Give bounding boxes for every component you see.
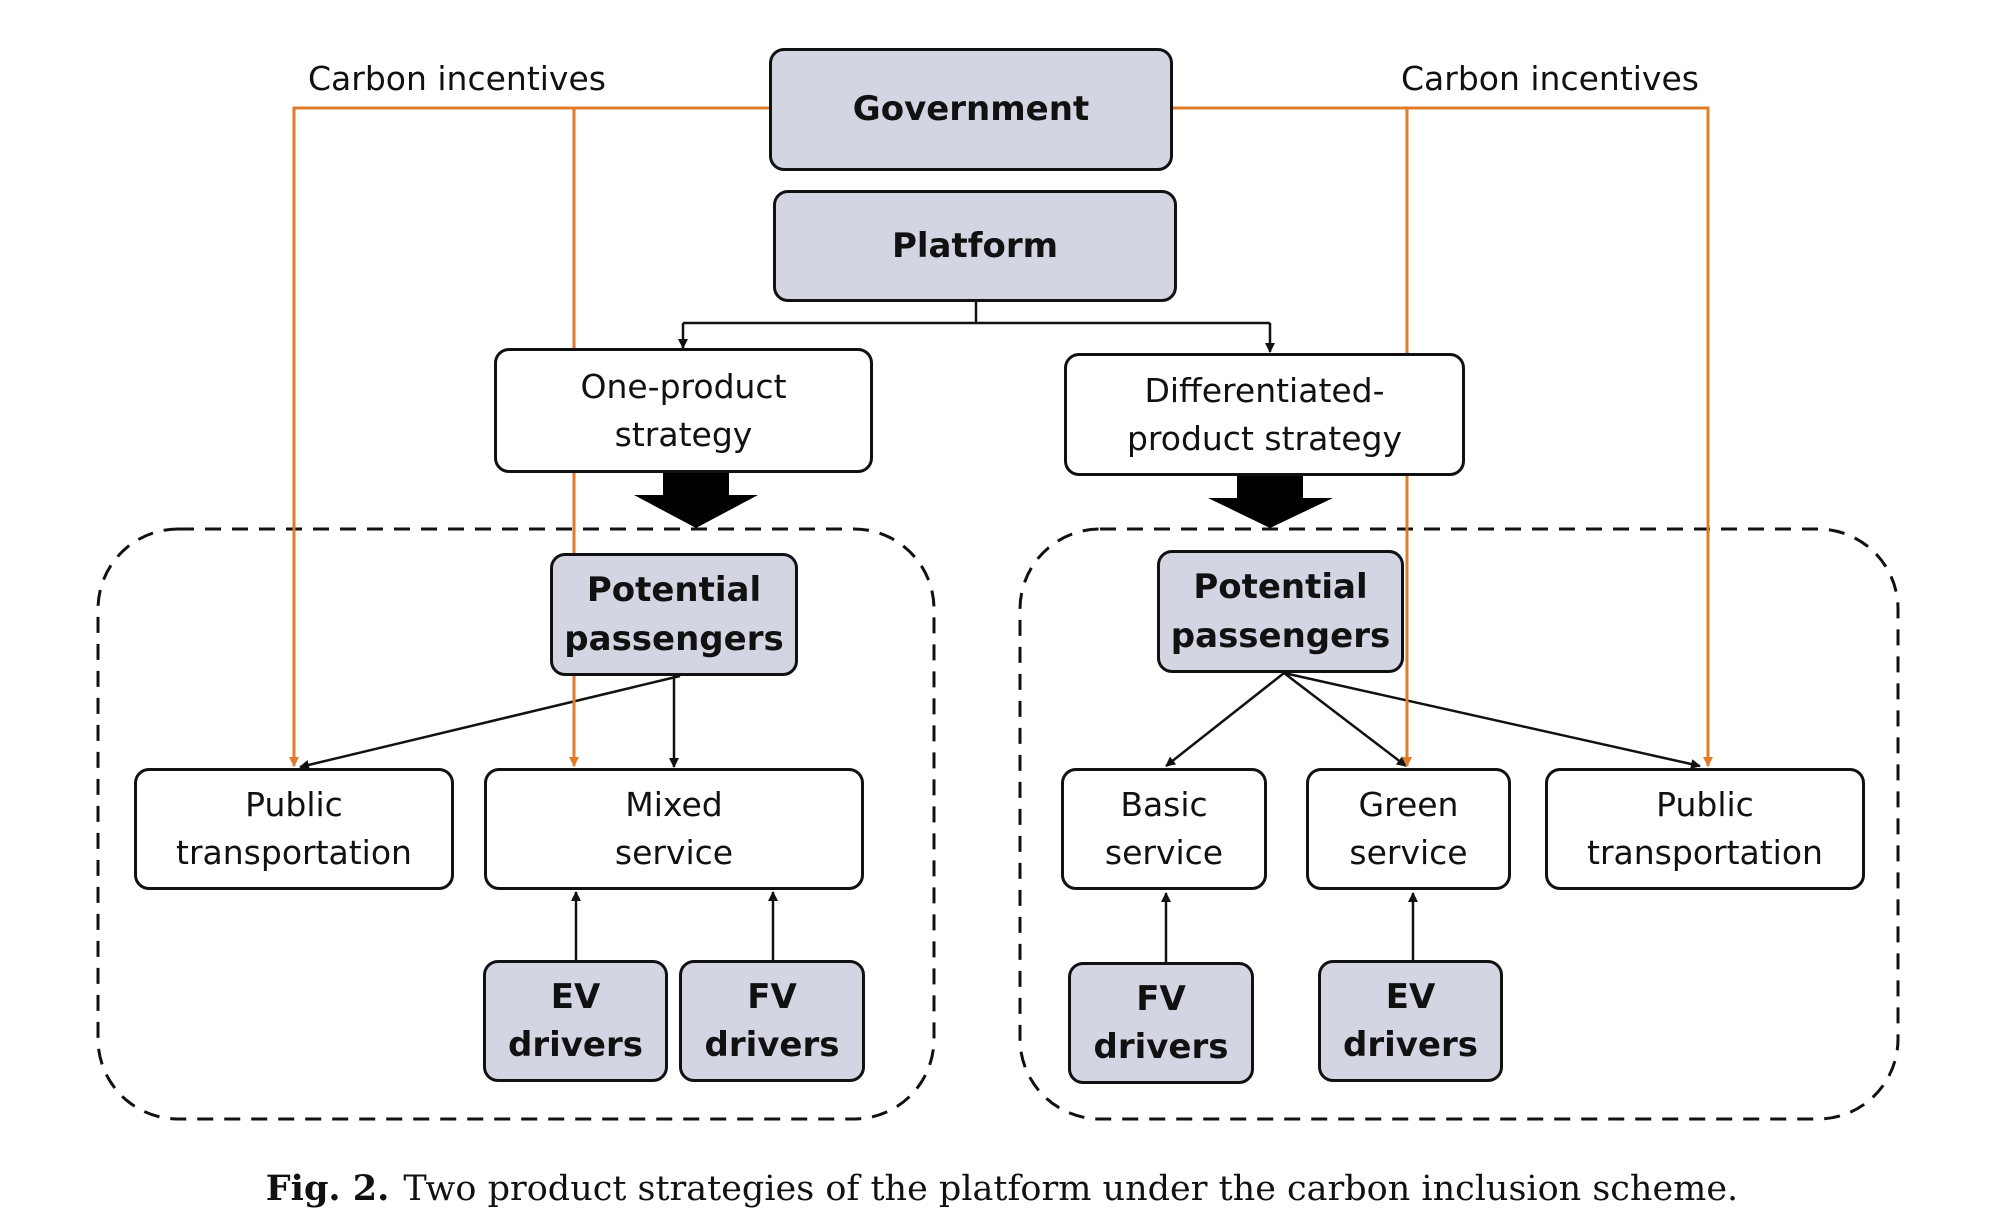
- figure-number: Fig. 2.: [265, 1168, 390, 1209]
- right-ev-drivers-node: EV drivers: [1318, 960, 1503, 1082]
- right-public-transportation-node: Public transportation: [1545, 768, 1865, 890]
- left-passengers-to-public-arrow: [299, 674, 681, 770]
- platform-node: Platform: [773, 190, 1177, 302]
- right-passengers-to-basic-arrow: [1165, 672, 1285, 767]
- carbon-incentives-right-label: Carbon incentives: [1401, 59, 1699, 98]
- differentiated-product-strategy-node: Differentiated- product strategy: [1064, 353, 1465, 476]
- right-potential-passengers-node: Potential passengers: [1157, 550, 1404, 673]
- left-potential-passengers-node: Potential passengers: [550, 553, 798, 676]
- incentive-to-left-public-arrow: [289, 106, 770, 767]
- mixed-service-node: Mixed service: [484, 768, 864, 890]
- right-passengers-to-green-arrow: [1283, 672, 1407, 767]
- green-service-node: Green service: [1306, 768, 1511, 890]
- incentive-to-right-public-arrow: [1171, 106, 1713, 767]
- basic-service-node: Basic service: [1061, 768, 1267, 890]
- right-fv-drivers-node: FV drivers: [1068, 962, 1254, 1084]
- left-ev-drivers-node: EV drivers: [483, 960, 668, 1082]
- right-passengers-to-public-arrow: [1283, 671, 1701, 769]
- government-node: Government: [769, 48, 1173, 171]
- one-product-strategy-node: One-product strategy: [494, 348, 873, 473]
- left-public-transportation-node: Public transportation: [134, 768, 454, 890]
- figure-caption-text: Two product strategies of the platform u…: [403, 1169, 1739, 1209]
- right-strategy-group: [1018, 527, 1900, 1121]
- left-strategy-group: [96, 527, 936, 1121]
- left-fv-drivers-node: FV drivers: [679, 960, 865, 1082]
- carbon-incentives-left-label: Carbon incentives: [308, 59, 606, 98]
- platform-split-connector: [678, 300, 1275, 353]
- figure-caption: Fig. 2. Two product strategies of the pla…: [0, 1168, 2004, 1209]
- right-block-arrow: [1208, 476, 1333, 528]
- left-block-arrow: [634, 473, 758, 528]
